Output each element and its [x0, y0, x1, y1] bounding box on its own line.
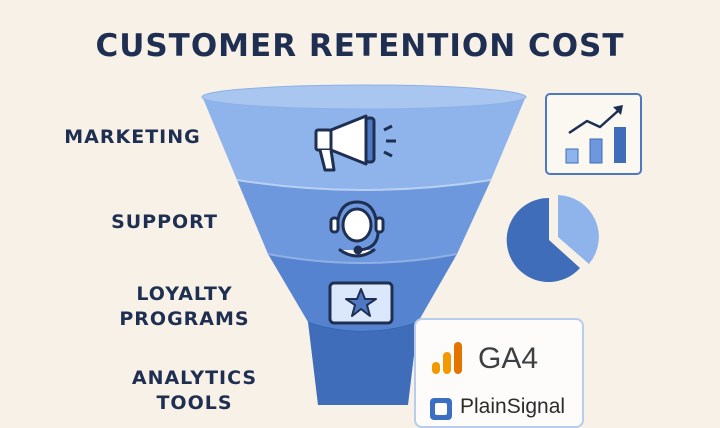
label-loyalty-programs: LOYALTY PROGRAMS: [119, 283, 250, 330]
analytics-logos-card: GA4 PlainSignal: [414, 318, 584, 428]
funnel-diagram: [201, 84, 599, 405]
star-badge-icon: [328, 281, 394, 325]
megaphone-icon: [314, 114, 396, 172]
funnel-rim: [201, 84, 527, 110]
plainsignal-icon: [430, 398, 452, 420]
label-analytics-tools: ANALYTICS TOOLS: [131, 367, 258, 414]
pie-chart-icon: [506, 195, 599, 282]
headset-agent-icon: [329, 200, 385, 258]
label-marketing: MARKETING: [64, 126, 201, 148]
page-title: CUSTOMER RETENTION COST: [95, 28, 625, 64]
label-support: SUPPORT: [111, 211, 218, 233]
bar-chart-trend-icon: [565, 105, 626, 164]
plainsignal-logo-text: PlainSignal: [460, 395, 566, 418]
bar-chart-card: [545, 93, 642, 175]
funnel-stage-analytics: [308, 322, 418, 405]
ga4-logo-text: GA4: [478, 342, 539, 375]
ga4-bars-icon: [432, 342, 462, 374]
